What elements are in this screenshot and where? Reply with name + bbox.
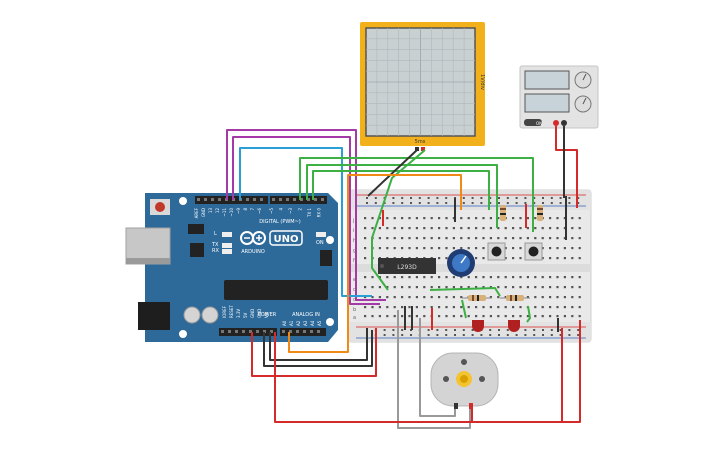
osc-probe-pos[interactable] <box>421 147 425 151</box>
pin-label: ~5 <box>269 208 274 214</box>
oscilloscope[interactable]: 1V/div 5ms <box>360 22 485 151</box>
arduino-uno-board[interactable]: UNO ARDUINO DIGITAL (PWM~) POWER ANALOG … <box>125 193 338 342</box>
pin-label: TX 1 <box>307 208 312 218</box>
pin-label: 13 <box>208 208 213 214</box>
psu-positive-terminal[interactable] <box>553 120 559 126</box>
row-letter: d <box>353 287 356 293</box>
digital-label: DIGITAL (PWM~) <box>259 219 301 225</box>
arduino-logo: UNO ARDUINO <box>240 230 303 255</box>
power-header[interactable] <box>219 328 277 336</box>
osc-time-label: 5ms <box>415 139 426 145</box>
row-letter: h <box>353 238 356 244</box>
pin-label: ~6 <box>257 208 262 214</box>
atmega-chip <box>224 280 328 300</box>
pin-label: A3 <box>303 320 308 326</box>
resistor-2[interactable] <box>537 205 543 221</box>
row-letter: b <box>353 307 356 313</box>
on-label: ON <box>316 240 324 246</box>
digital-header-left[interactable] <box>195 196 268 204</box>
pin-label: 8 <box>243 208 248 211</box>
arduino-brand: ARDUINO <box>241 249 265 255</box>
pin-label: RESET <box>229 305 234 318</box>
current-display <box>524 93 570 113</box>
row-letter: e <box>353 277 356 283</box>
digital-header-right[interactable] <box>270 196 327 204</box>
pin-label: RX 0 <box>317 208 322 218</box>
potentiometer[interactable] <box>447 249 475 277</box>
power-jack[interactable] <box>138 302 170 330</box>
power-button[interactable] <box>524 119 542 126</box>
pin-label: GND <box>201 208 206 217</box>
osc-volts-label: 1V/div <box>479 74 485 90</box>
row-letter: g <box>353 248 356 254</box>
analog-label: ANALOG IN <box>292 312 320 318</box>
psu-negative-terminal[interactable] <box>561 120 567 126</box>
led-2[interactable] <box>508 320 520 332</box>
pin-label: A0 <box>282 320 287 326</box>
pushbutton-1[interactable] <box>487 242 506 261</box>
pin-label: GND <box>257 309 262 318</box>
resistor-3[interactable] <box>462 295 492 301</box>
chip-label: L293D <box>397 264 417 271</box>
power-supply[interactable]: ON <box>519 65 599 129</box>
pin-label: 12 <box>215 208 220 214</box>
pin-label: 2 <box>298 208 303 211</box>
pin-label: A2 <box>296 320 301 326</box>
l293d-chip[interactable]: L293D <box>378 258 436 274</box>
dc-motor[interactable] <box>430 352 499 409</box>
osc-probe-neg[interactable] <box>415 147 419 151</box>
pin-label: A1 <box>289 320 294 326</box>
pin-label: A5 <box>317 320 322 326</box>
power-button-label: ON <box>536 121 542 126</box>
l-label: L <box>214 231 217 237</box>
pin-label: 7 <box>250 208 255 211</box>
pin-label: ~3 <box>288 208 293 214</box>
row-letter: i <box>353 228 354 234</box>
rx-label: RX <box>212 248 219 254</box>
pin-label: 3.3V <box>236 309 241 318</box>
row-letter: j <box>352 218 354 224</box>
pin-label: ~9 <box>236 208 241 214</box>
resistor-4[interactable] <box>500 295 530 301</box>
row-letter: a <box>353 315 356 321</box>
resistor-1[interactable] <box>500 205 506 221</box>
wires[interactable] <box>226 126 581 429</box>
pin-label: AREF <box>194 207 199 218</box>
pin-label: ~11 <box>222 208 227 217</box>
led-1[interactable] <box>472 320 484 332</box>
power-label: POWER <box>258 312 277 318</box>
row-letter: f <box>353 258 355 264</box>
pin-label: 5V <box>243 312 248 318</box>
pin-label: Vin <box>264 311 269 318</box>
pin-label: 4 <box>279 208 284 211</box>
tx-label: TX <box>211 242 219 248</box>
pin-label: IOREF <box>222 305 227 318</box>
pin-label: GND <box>250 309 255 318</box>
voltage-display <box>524 70 570 90</box>
pin-label: ~10 <box>229 208 234 217</box>
uno-label: UNO <box>274 234 299 245</box>
row-letter: c <box>353 297 356 303</box>
pin-label: A4 <box>310 320 315 326</box>
pushbutton-2[interactable] <box>524 242 543 261</box>
breadboard-row-letters: j i h g f e d c b a <box>352 218 356 321</box>
